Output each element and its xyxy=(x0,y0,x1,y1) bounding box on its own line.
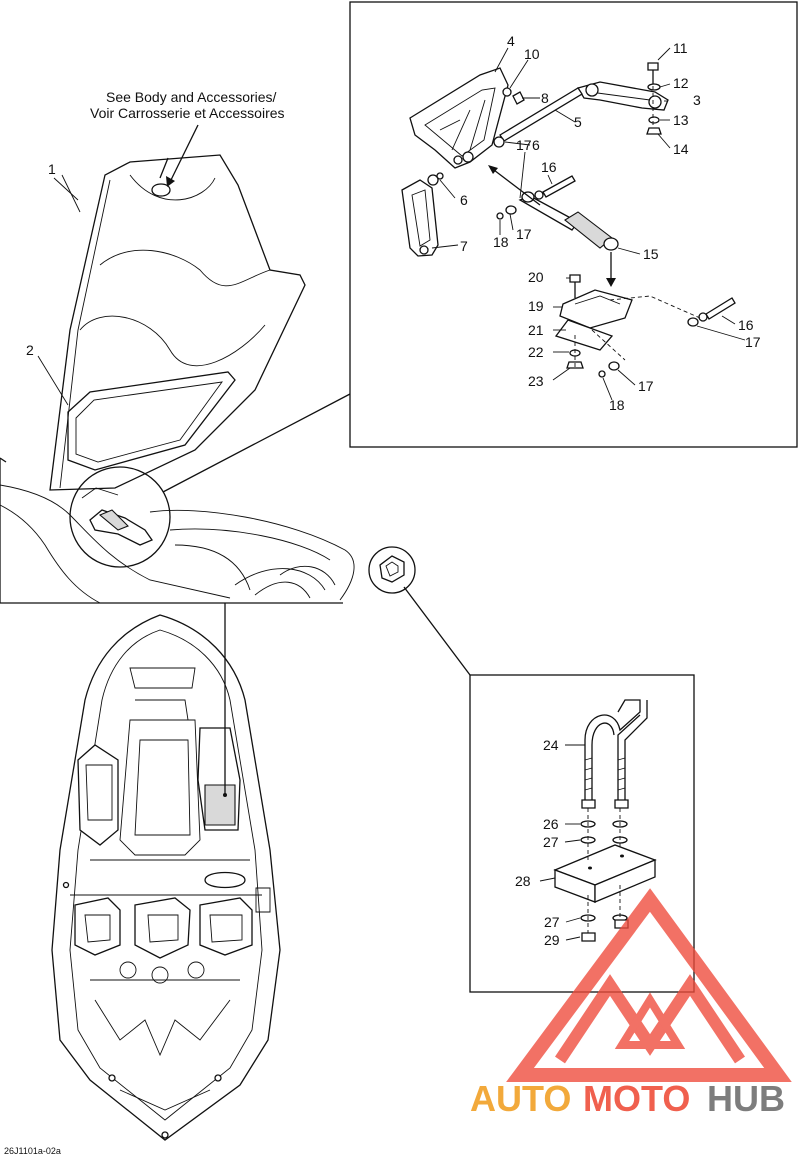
storage-bin-cover-icon xyxy=(49,154,306,491)
hull-side-view xyxy=(0,457,355,604)
assembly-arrows xyxy=(488,72,701,370)
callout-17a: 17 xyxy=(516,137,532,153)
detail-frame-cover-support xyxy=(349,1,798,448)
leader-lines-tie-down xyxy=(539,744,585,941)
callout-26: 26 xyxy=(543,816,559,832)
callout-18b: 18 xyxy=(609,397,625,413)
pin-icons xyxy=(534,175,736,322)
callout-15: 15 xyxy=(643,246,659,262)
callout-20: 20 xyxy=(528,269,544,285)
callout-27a: 27 xyxy=(543,834,559,850)
callout-12: 12 xyxy=(673,75,689,91)
lever-icon xyxy=(401,179,439,257)
callout-17d: 17 xyxy=(638,378,654,394)
tie-down-bracket-icon xyxy=(553,699,657,942)
note-leader xyxy=(166,124,199,187)
callout-4: 4 xyxy=(507,33,515,49)
washer-clip-icons xyxy=(496,205,699,378)
callout-28: 28 xyxy=(515,873,531,889)
callout-14: 14 xyxy=(673,141,689,157)
callout-11: 11 xyxy=(673,40,688,56)
watermark-moto: MOTO xyxy=(583,1078,690,1119)
callout-16b: 16 xyxy=(738,317,754,333)
gas-strut-icon xyxy=(518,191,619,251)
callout-1: 1 xyxy=(48,161,56,177)
cover-support-bracket-icon xyxy=(409,67,509,169)
leader-2 xyxy=(37,355,69,406)
hardware-small-icons xyxy=(427,62,662,186)
leader-lines-detail xyxy=(431,47,746,401)
callout-6b: 6 xyxy=(460,192,468,208)
callout-16a: 16 xyxy=(541,159,557,175)
watercraft-hull-icon xyxy=(51,603,281,1141)
watermark-hub: HUB xyxy=(707,1078,785,1119)
callout-6a: 6 xyxy=(532,137,540,153)
watermark-auto: AUTO xyxy=(470,1078,571,1119)
reference-note-line1: See Body and Accessories/ xyxy=(106,89,277,105)
tie-down-magnifier xyxy=(368,546,471,676)
automotohub-logo xyxy=(506,888,792,1082)
reference-note-line2: Voir Carrosserie et Accessoires xyxy=(90,105,285,121)
callout-22: 22 xyxy=(528,344,544,360)
leader-1 xyxy=(61,174,81,213)
detail-magnifier xyxy=(69,393,351,568)
drawing-code: 26J1101a-02a xyxy=(4,1146,61,1156)
callout-3: 3 xyxy=(693,92,701,108)
detail-frame-tie-down xyxy=(469,674,695,993)
lower-bracket-icon xyxy=(554,274,633,369)
callout-2: 2 xyxy=(26,342,34,358)
callout-13: 13 xyxy=(673,112,689,128)
callout-5: 5 xyxy=(574,114,582,130)
callout-24: 24 xyxy=(543,737,559,753)
callout-19: 19 xyxy=(528,298,544,314)
callout-18a: 18 xyxy=(493,234,509,250)
callout-29: 29 xyxy=(544,932,560,948)
support-arm-icon xyxy=(577,81,669,111)
callout-17b: 17 xyxy=(516,226,532,242)
callout-21: 21 xyxy=(528,322,544,338)
callout-8: 8 xyxy=(541,90,549,106)
callout-10: 10 xyxy=(524,46,540,62)
callout-7: 7 xyxy=(460,238,468,254)
callout-23: 23 xyxy=(528,373,544,389)
callout-17c: 17 xyxy=(745,334,761,350)
callout-27b: 27 xyxy=(544,914,560,930)
